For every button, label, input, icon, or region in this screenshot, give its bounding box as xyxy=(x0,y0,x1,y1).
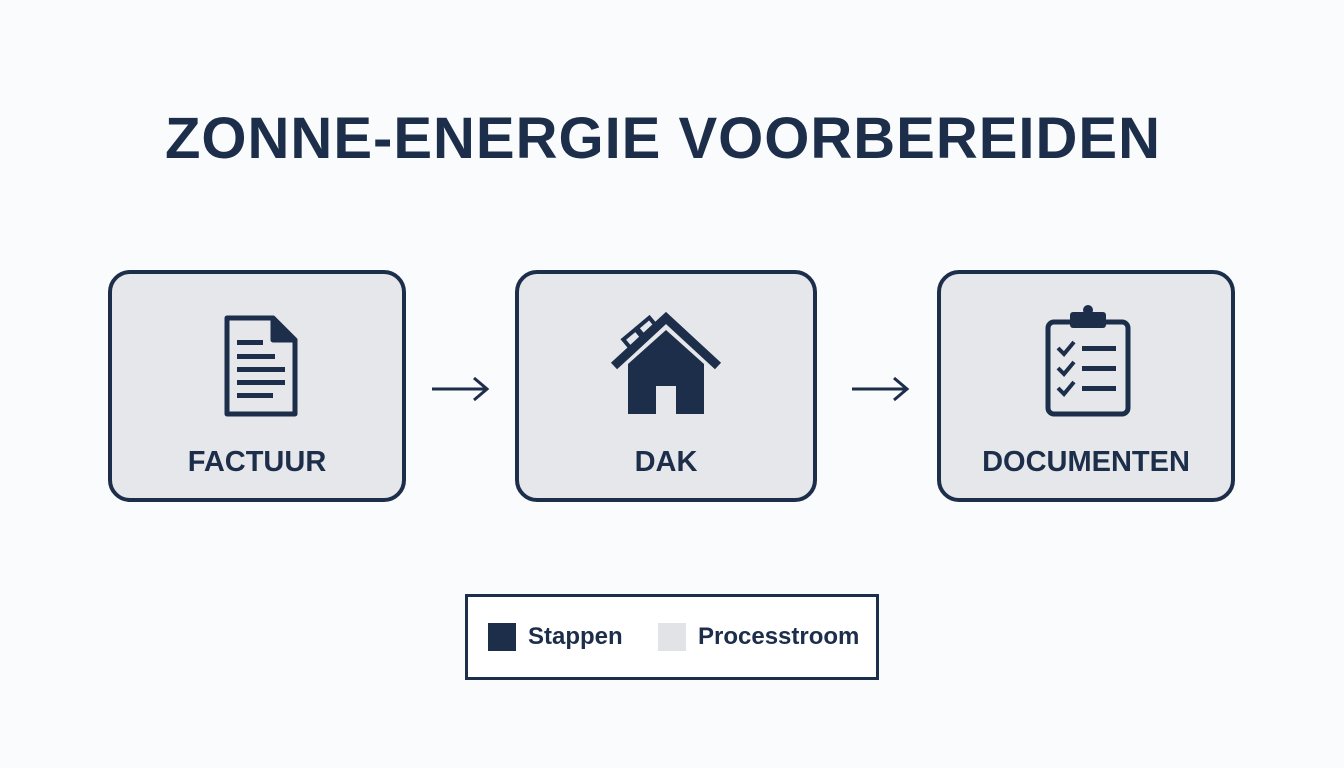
step-box-dak: DAK xyxy=(515,270,817,502)
document-icon xyxy=(197,302,317,422)
legend-label: Processtroom xyxy=(698,623,860,650)
clipboard-checklist-icon xyxy=(1026,302,1146,422)
legend-swatch-light xyxy=(658,623,686,651)
legend: Stappen Processtroom xyxy=(465,594,879,680)
arrow-right-icon xyxy=(850,374,910,404)
legend-label: Stappen xyxy=(528,623,623,650)
step-box-factuur: FACTUUR xyxy=(108,270,406,502)
arrow-right-icon xyxy=(430,374,490,404)
legend-item-processtroom: Processtroom xyxy=(658,597,859,677)
diagram-title: ZONNE-ENERGIE VOORBEREIDEN xyxy=(165,106,1161,171)
legend-swatch-dark xyxy=(488,623,516,651)
step-label: FACTUUR xyxy=(187,446,327,478)
step-box-documenten: DOCUMENTEN xyxy=(937,270,1235,502)
legend-item-stappen: Stappen xyxy=(488,597,623,677)
step-label: DAK xyxy=(634,446,698,478)
house-roof-icon xyxy=(606,302,726,422)
step-label: DOCUMENTEN xyxy=(982,446,1190,478)
